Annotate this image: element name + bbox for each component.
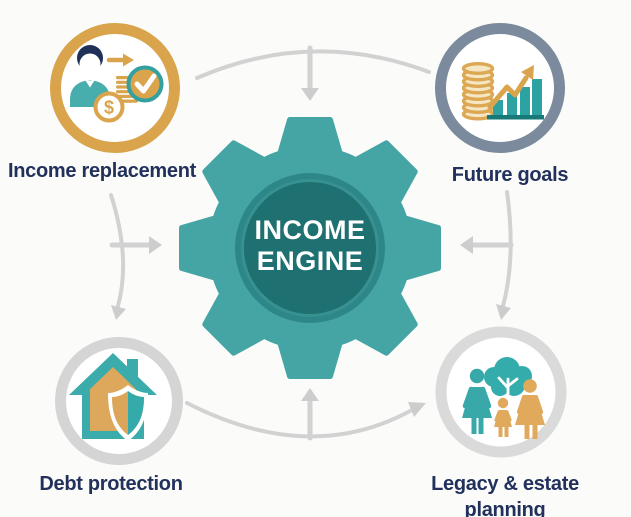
label-future-goals: Future goals <box>451 164 569 186</box>
gear-title: INCOME ENGINE <box>225 215 395 277</box>
adult-figure-teal <box>462 368 492 434</box>
arc-left <box>109 193 126 320</box>
arrow-right-into-gear <box>460 236 514 254</box>
child-figure-gold <box>494 397 512 437</box>
gear-title-line2: ENGINE <box>256 246 364 276</box>
arc-top <box>195 49 431 80</box>
person-money-check-icon: $ <box>70 45 164 123</box>
house-shield-icon <box>69 353 157 441</box>
family-tree-icon <box>462 357 545 439</box>
label-income-replacement: Income replacement <box>8 160 197 182</box>
adult-figure-gold <box>515 379 545 439</box>
arrow-top-into-gear <box>301 45 319 101</box>
arc-right <box>496 190 513 320</box>
label-legacy-estate-planning: Legacy & estate planning <box>431 473 579 517</box>
gear-hub <box>244 182 376 314</box>
arrow-bottom-into-gear <box>301 388 319 441</box>
label-debt-protection: Debt protection <box>39 473 183 495</box>
gear-title-line1: INCOME <box>254 215 366 245</box>
coins-growth-chart-icon <box>461 62 544 121</box>
arc-bottom <box>185 401 426 439</box>
connector-arrows <box>109 45 514 441</box>
income-engine-gear <box>179 117 441 379</box>
dollar-sign: $ <box>104 98 114 118</box>
arrow-left-into-gear <box>109 236 162 254</box>
